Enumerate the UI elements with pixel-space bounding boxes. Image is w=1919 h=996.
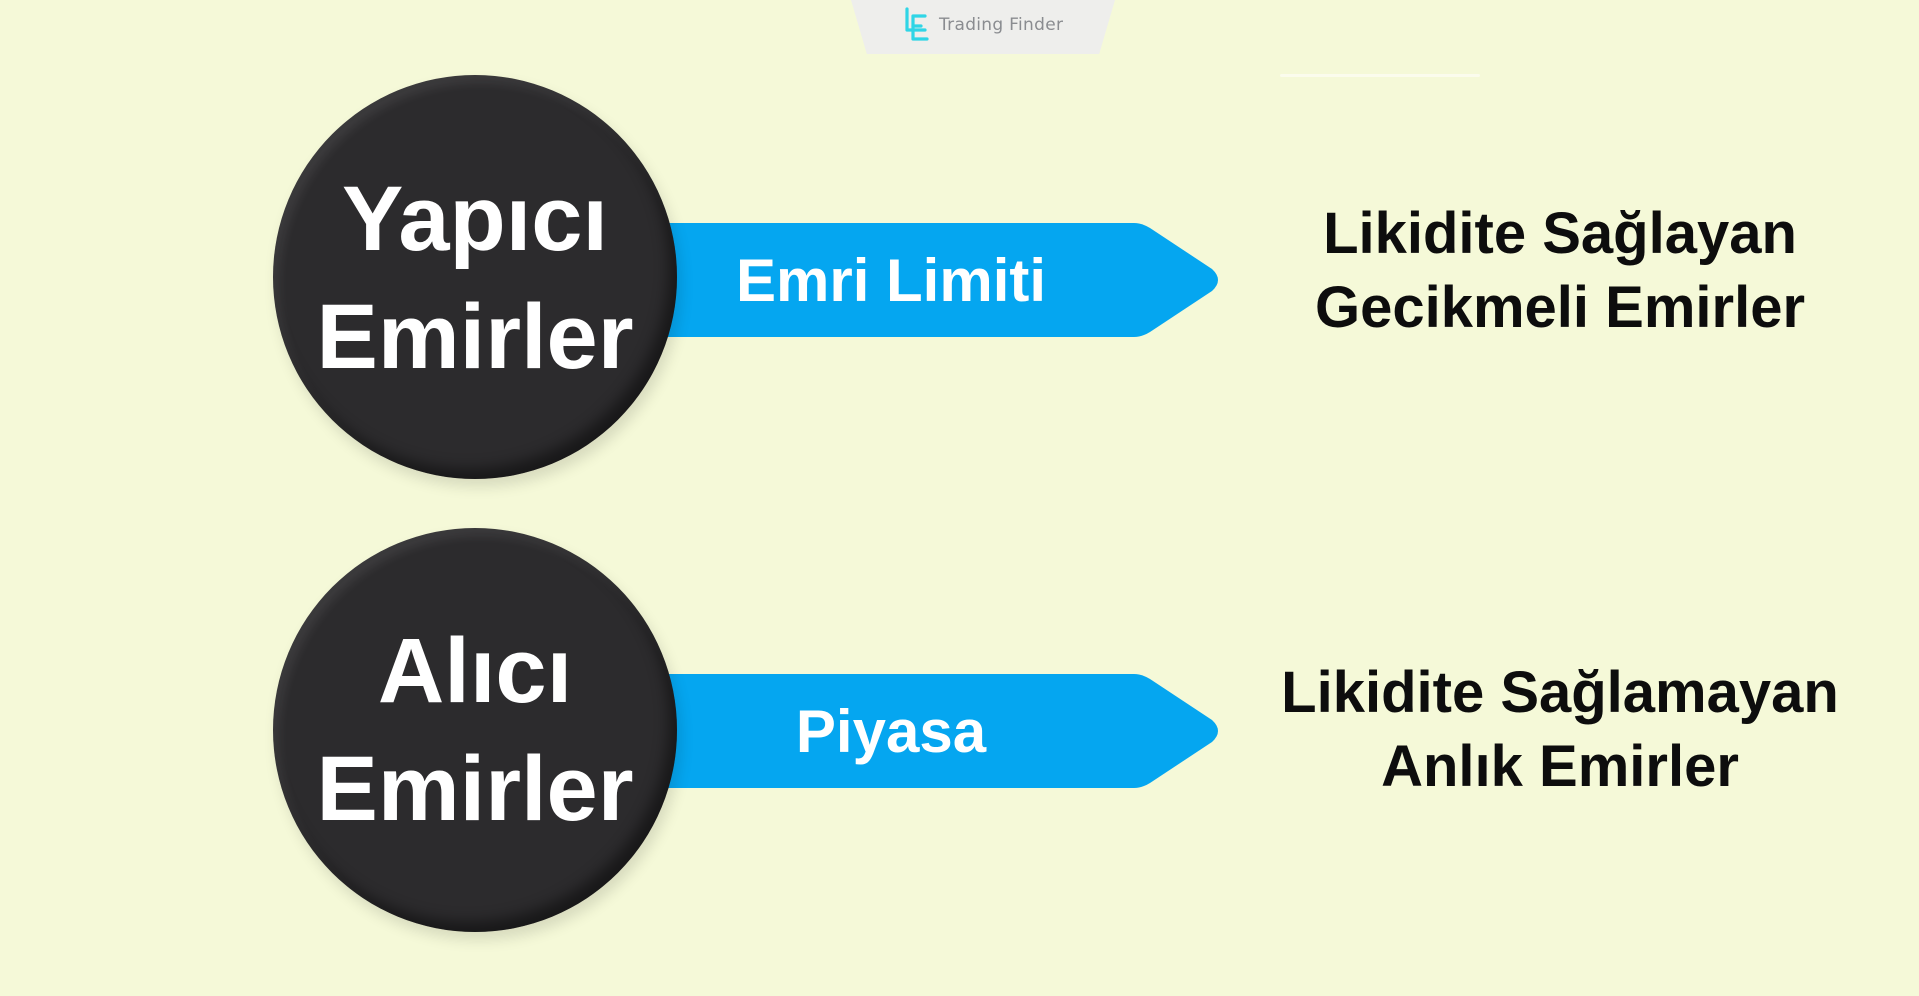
circle-title-line-1: Yapıcı	[342, 168, 608, 270]
circle-title-line-2: Emirler	[316, 286, 634, 388]
circle-badge: Alıcı Emirler	[273, 528, 677, 932]
arrow-shape	[640, 674, 1218, 788]
divider	[1280, 74, 1480, 77]
trading-finder-logo-icon	[905, 7, 929, 41]
description-line-2: Anlık Emirler	[1381, 734, 1739, 799]
arrow-shape	[640, 223, 1218, 337]
logo-tab: Trading Finder	[851, 0, 1115, 54]
arrow-label: Emri Limiti	[735, 246, 1047, 314]
description: Likidite Sağlamayan Anlık Emirler	[1230, 656, 1890, 804]
description: Likidite Sağlayan Gecikmeli Emirler	[1230, 197, 1890, 345]
circle-title-line-2: Emirler	[316, 738, 634, 840]
description-line-1: Likidite Sağlayan	[1323, 201, 1797, 266]
description-line-1: Likidite Sağlamayan	[1281, 660, 1839, 725]
row-maker-orders: Emri Limiti Yapıcı Emirler Likidite Sağl…	[0, 75, 1919, 485]
circle-title: Yapıcı Emirler	[273, 75, 677, 479]
description-line-2: Gecikmeli Emirler	[1314, 275, 1806, 340]
circle-title: Alıcı Emirler	[273, 528, 677, 932]
circle-badge: Yapıcı Emirler	[273, 75, 677, 479]
logo-text: Trading Finder	[939, 15, 1064, 35]
arrow-banner: Emri Limiti	[640, 223, 1224, 337]
arrow-banner: Piyasa	[640, 674, 1224, 788]
arrow-label: Piyasa	[795, 697, 987, 765]
row-taker-orders: Piyasa Alıcı Emirler Likidite Sağlamayan…	[0, 528, 1919, 938]
circle-title-line-1: Alıcı	[377, 620, 573, 722]
logo: Trading Finder	[901, 6, 1063, 44]
